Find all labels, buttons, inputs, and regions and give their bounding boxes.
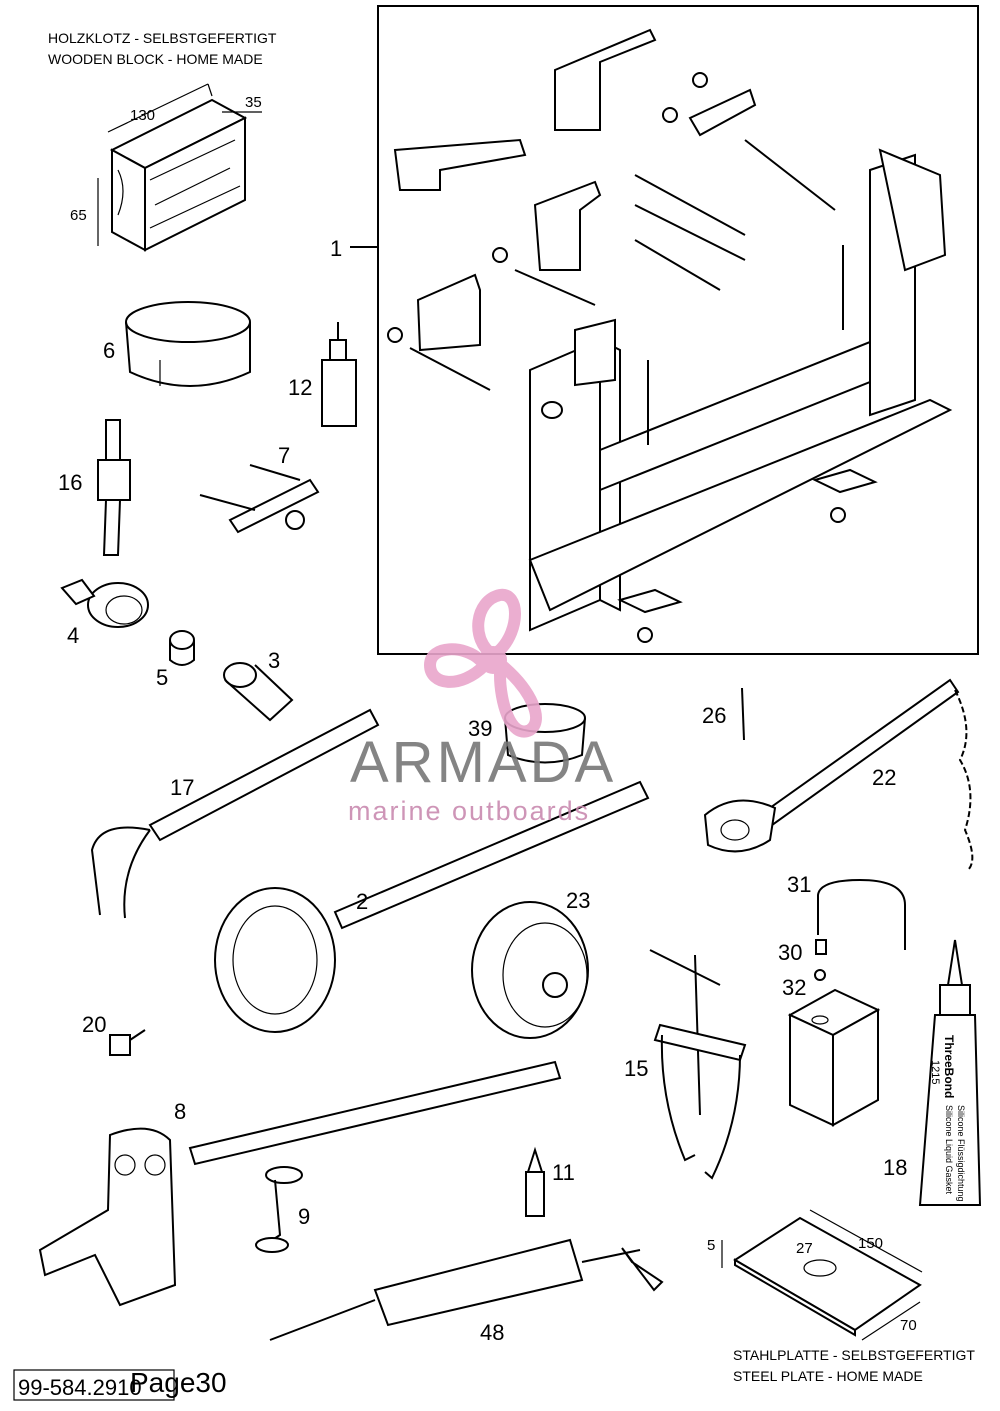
small-tube-11	[525, 1146, 545, 1217]
footer-code-box	[13, 1369, 175, 1401]
callout-32: 32	[782, 975, 806, 1000]
slide-hammer-16	[97, 419, 131, 556]
block-length-dim: 130	[130, 107, 155, 124]
disc-23	[471, 901, 589, 1039]
callout-9: 9	[298, 1204, 310, 1229]
block-width-dim: 35	[245, 94, 262, 111]
engine-stand-drawing	[387, 28, 953, 643]
tube-text-en: Silicone Liquid Gasket	[944, 1105, 954, 1195]
callout-23: 23	[566, 888, 590, 913]
support-bracket-8	[38, 1060, 562, 1307]
callout-22: 22	[872, 765, 896, 790]
callout-20: 20	[82, 1012, 106, 1037]
callout-17: 17	[170, 775, 194, 800]
tube-text-de: Silicone Flüssigdichtung	[956, 1105, 966, 1202]
ring-tool-6	[125, 301, 251, 387]
tube-brand: ThreeBond	[942, 1035, 956, 1098]
plate-hole-dim: 27	[796, 1240, 813, 1257]
block-height-dim: 65	[70, 207, 87, 224]
callout-30: 30	[778, 940, 802, 965]
steel-plate-note-de: STAHLPLATTE - SELBSTGEFERTIGT	[733, 1347, 975, 1363]
callout-4: 4	[67, 623, 79, 648]
callout-26: 26	[702, 703, 726, 728]
steel-plate-note-en: STEEL PLATE - HOME MADE	[733, 1368, 923, 1384]
watermark-tagline: marine outboards	[348, 796, 590, 826]
callout-7: 7	[278, 443, 290, 468]
callout-11: 11	[552, 1160, 575, 1185]
callout-48: 48	[480, 1320, 504, 1345]
callout-16: 16	[58, 470, 82, 495]
callout-2: 2	[356, 889, 368, 914]
pin-26	[741, 687, 745, 741]
plate-thickness-dim: 5	[707, 1237, 715, 1254]
propeller-logo-icon	[423, 588, 542, 738]
armada-watermark: ARMADA marine outboards	[348, 588, 616, 826]
plate-length-dim: 150	[858, 1235, 883, 1252]
callout-39: 39	[468, 716, 492, 741]
bottle-12	[321, 322, 357, 427]
grease-gun-48	[269, 1238, 664, 1341]
callout-3: 3	[268, 648, 280, 673]
sleeve-3	[223, 662, 294, 722]
sleeve-5	[169, 630, 195, 666]
watermark-brand: ARMADA	[350, 730, 616, 795]
callout-6: 6	[103, 338, 115, 363]
adapter-4	[60, 578, 149, 628]
screw-20	[109, 1029, 146, 1056]
fitting-30	[815, 939, 827, 955]
callout-8: 8	[174, 1099, 186, 1124]
callout-12: 12	[288, 375, 312, 400]
fitting-32	[814, 969, 826, 981]
puller-7	[199, 464, 320, 534]
callout-1: 1	[330, 236, 342, 261]
footer-code: 99-584.2910	[18, 1375, 142, 1400]
callout-5: 5	[156, 665, 168, 690]
callout-31: 31	[787, 872, 811, 897]
wooden-block-drawing	[97, 83, 262, 252]
oil-canister	[787, 988, 881, 1127]
plate-width-dim: 70	[900, 1317, 917, 1334]
fork-wrench-17	[90, 708, 380, 919]
chain-wrench-22	[703, 678, 974, 871]
bent-tube-31	[817, 878, 906, 950]
callout-18: 18	[883, 1155, 907, 1180]
engine-stand-frame	[377, 5, 979, 655]
clamp-9	[255, 1166, 303, 1253]
steel-plate-drawing	[721, 1209, 923, 1341]
holding-wrench-2	[214, 780, 650, 1033]
tube-code: 1215	[929, 1060, 941, 1084]
wooden-block-note-en: WOODEN BLOCK - HOME MADE	[48, 51, 263, 67]
footer-page-label: Page30	[130, 1367, 227, 1398]
callout-15: 15	[624, 1056, 648, 1081]
gear-puller-15	[649, 949, 747, 1180]
wooden-block-note-de: HOLZKLOTZ - SELBSTGEFERTIGT	[48, 30, 277, 46]
sealant-tube-18: ThreeBond 1215 Silicone Flüssigdichtung …	[918, 939, 982, 1206]
